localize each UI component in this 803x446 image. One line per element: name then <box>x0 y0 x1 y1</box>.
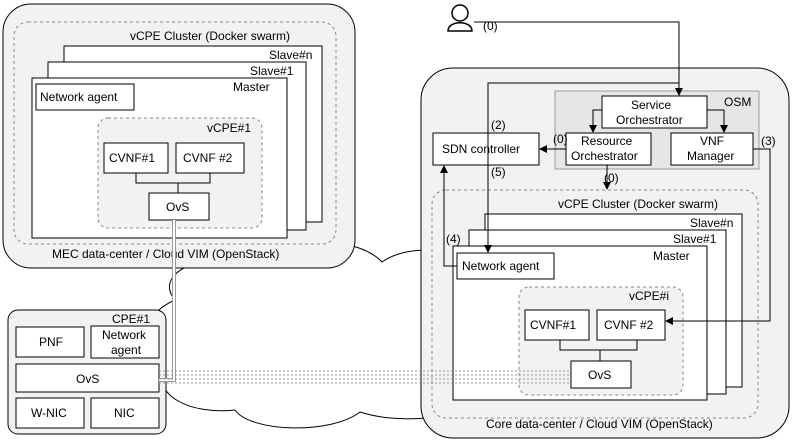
cpe-wnic-label: W-NIC <box>31 406 67 420</box>
mec-ovs-label: OvS <box>166 200 189 214</box>
cpe-pnf-label: PNF <box>39 335 63 349</box>
core-cluster-label: vCPE Cluster (Docker swarm) <box>558 197 718 211</box>
core-cvnf-ovs-link <box>559 340 638 361</box>
mec-master-label: Master <box>233 80 270 94</box>
cpe-wnic[interactable] <box>15 397 85 429</box>
step-0-resource: (0) <box>553 132 568 146</box>
cpe-label: CPE#1 <box>112 312 150 326</box>
mec-cvnf2-label: CVNF #2 <box>183 151 233 165</box>
step-5: (5) <box>491 165 506 179</box>
core-ovs[interactable] <box>570 360 632 389</box>
step-4: (4) <box>446 232 461 246</box>
mec-slave-1-label: Slave#1 <box>250 64 294 78</box>
service-orchestrator[interactable] <box>601 95 708 129</box>
user-icon <box>447 4 473 32</box>
cpe-network-agent-line1: Network <box>102 328 147 342</box>
cpe-nic-label: NIC <box>114 406 135 420</box>
resource-orchestrator-line1: Resource <box>581 134 633 148</box>
service-orchestrator-line2: Orchestrator <box>616 113 683 127</box>
core-network-agent-label: Network agent <box>462 259 540 273</box>
mec-slave-n-label: Slave#n <box>269 48 312 62</box>
mec-cvnf1[interactable] <box>103 142 169 174</box>
mec-vcpe-label: vCPE#1 <box>207 121 251 135</box>
mec-network-agent-label: Network agent <box>40 90 118 104</box>
osm-label: OSM <box>724 95 751 109</box>
step-0-cluster: (0) <box>604 171 619 185</box>
core-slave-n-label: Slave#n <box>690 216 733 230</box>
sdn-controller-label: SDN controller <box>442 142 520 156</box>
mec-datacenter-label: MEC data-center / Cloud VIM (OpenStack) <box>52 247 279 261</box>
cpe-ovs-label: OvS <box>76 372 99 386</box>
mec-cvnf1-label: CVNF#1 <box>109 151 155 165</box>
mec-cluster-label: vCPE Cluster (Docker swarm) <box>130 29 290 43</box>
core-master-label: Master <box>653 249 690 263</box>
vnf-manager-line2: Manager <box>687 149 734 163</box>
vnf-manager-line1: VNF <box>700 134 724 148</box>
cpe-network-agent-line2: agent <box>111 343 142 357</box>
resource-orchestrator-line2: Orchestrator <box>571 149 638 163</box>
service-orchestrator-line1: Service <box>631 98 671 112</box>
core-slave-1-label: Slave#1 <box>673 232 717 246</box>
cpe-network-agent[interactable] <box>90 325 160 359</box>
cpe-ovs[interactable] <box>15 363 160 393</box>
arrow-network-agent-to-sdn <box>440 165 457 267</box>
sdn-controller[interactable] <box>432 132 540 166</box>
step-2: (2) <box>491 118 506 132</box>
mec-cvnf2[interactable] <box>175 142 245 174</box>
core-vcpe-label: vCPE#i <box>629 289 669 303</box>
vnf-manager[interactable] <box>670 132 754 166</box>
mec-cpe-tunnel-inner <box>159 220 175 381</box>
arrow-vnfm-to-cvnf2 <box>665 148 771 325</box>
core-datacenter-label: Core data-center / Cloud VIM (OpenStack) <box>486 417 713 431</box>
core-ovs-label: OvS <box>588 368 611 382</box>
mec-network-agent[interactable] <box>35 83 135 111</box>
arrow-user-to-service-orchestrator <box>474 21 683 96</box>
arrow-so-to-vnfm <box>707 109 728 133</box>
step-0-user: (0) <box>483 19 498 33</box>
step-3: (3) <box>761 134 776 148</box>
cpe-pnf[interactable] <box>15 326 85 358</box>
cpe-nic[interactable] <box>90 397 160 429</box>
core-cvnf2-label: CVNF #2 <box>604 318 654 332</box>
arrow-so-to-ro <box>589 109 602 133</box>
core-cluster-region <box>431 189 759 419</box>
core-network-agent[interactable] <box>456 252 555 280</box>
core-cvnf2[interactable] <box>596 309 666 341</box>
mec-ovs[interactable] <box>148 192 210 221</box>
mec-cvnf-ovs-link <box>135 173 211 193</box>
core-cvnf1-label: CVNF#1 <box>530 318 576 332</box>
core-cvnf1[interactable] <box>524 309 590 341</box>
arrow-so-to-network-agent <box>484 82 680 253</box>
